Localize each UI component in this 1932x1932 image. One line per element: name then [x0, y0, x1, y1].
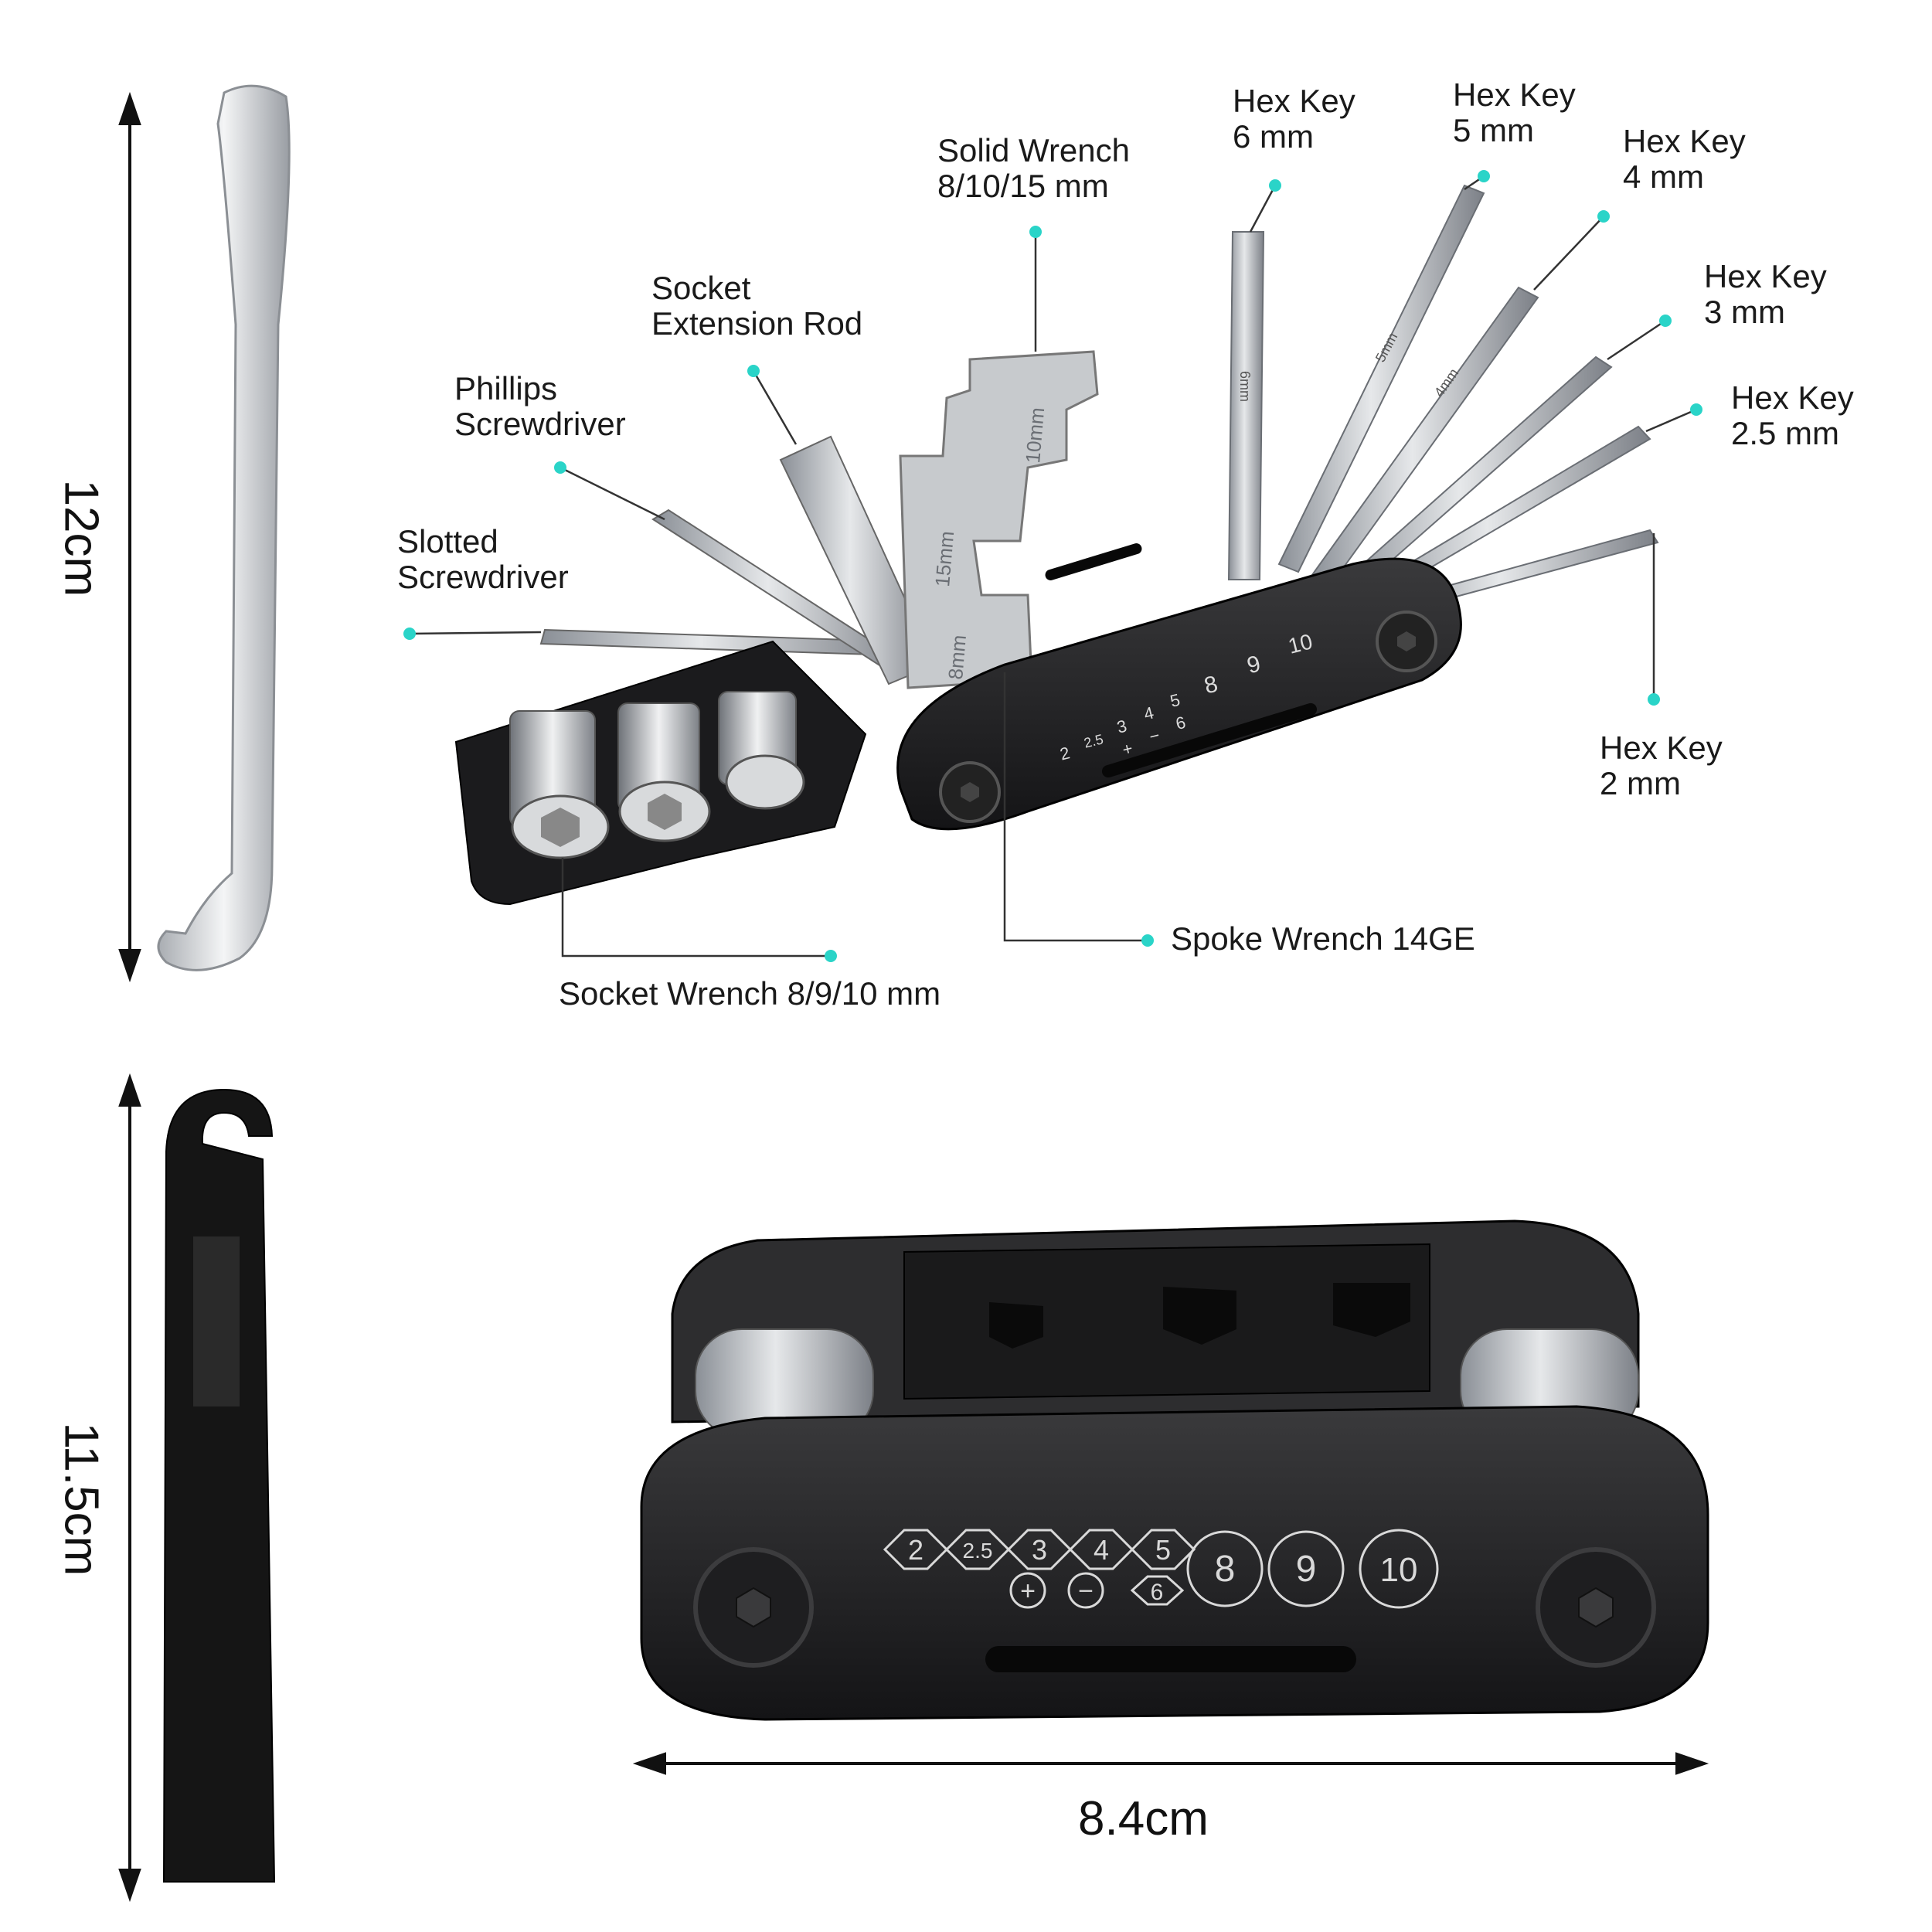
- label-socket-wrench: Socket Wrench 8/9/10 mm: [559, 975, 941, 1012]
- multitool-folded: 2 2.5 3 4 5 8 9 10 + − 6: [640, 1219, 1709, 1721]
- dimension-label-11-5cm: 11.5cm: [54, 1422, 108, 1577]
- label-spoke-wrench: Spoke Wrench 14GE: [1171, 920, 1475, 957]
- multitool-expanded: 6mm 5mm 4mm 10mm 15mm 8mm: [454, 184, 1659, 906]
- svg-text:5: 5: [1168, 690, 1182, 711]
- mark-10: 10: [1380, 1551, 1418, 1589]
- svg-text:+: +: [1121, 739, 1135, 760]
- wrench-etch-10mm: 10mm: [1021, 406, 1049, 464]
- mark-2-5: 2.5: [963, 1539, 993, 1563]
- svg-text:10: 10: [1286, 629, 1315, 658]
- hex-etch-6mm: 6mm: [1237, 371, 1253, 402]
- mark-9: 9: [1296, 1549, 1317, 1590]
- svg-text:−: −: [1148, 726, 1162, 747]
- dimension-arrow-12cm: [118, 91, 141, 983]
- mark-minus: −: [1078, 1577, 1094, 1606]
- svg-text:6: 6: [1174, 713, 1188, 733]
- size-markings-folded: [883, 1529, 1439, 1609]
- mark-5: 5: [1155, 1534, 1171, 1566]
- svg-text:4: 4: [1142, 703, 1156, 724]
- mark-3: 3: [1032, 1534, 1047, 1566]
- wrench-etch-8mm: 8mm: [944, 634, 971, 680]
- silver-tire-lever: [157, 84, 291, 971]
- dimension-label-12cm: 12cm: [54, 479, 108, 597]
- solid-wrench: [899, 350, 1099, 689]
- mark-6: 6: [1151, 1580, 1164, 1605]
- multitool-body-expanded: [896, 557, 1462, 831]
- mark-2: 2: [908, 1534, 923, 1566]
- black-tire-lever: [162, 1088, 276, 1883]
- dimension-arrow-8-4cm: [632, 1752, 1709, 1775]
- mark-plus: +: [1020, 1577, 1036, 1606]
- mark-4: 4: [1094, 1534, 1109, 1566]
- sockets: [509, 691, 805, 859]
- mark-8: 8: [1215, 1549, 1236, 1590]
- callout-dots: [403, 170, 1702, 962]
- callout-leaders: [409, 175, 1697, 957]
- dimension-arrow-11-5cm: [118, 1073, 141, 1903]
- svg-text:2: 2: [1058, 743, 1072, 764]
- dimension-label-8-4cm: 8.4cm: [1078, 1792, 1209, 1845]
- wrench-etch-15mm: 15mm: [930, 530, 958, 588]
- svg-text:3: 3: [1115, 716, 1129, 736]
